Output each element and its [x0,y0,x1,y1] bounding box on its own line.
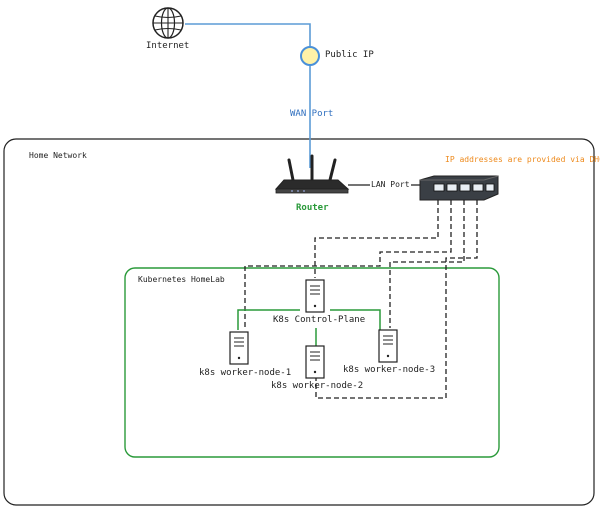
home-network-boundary [3,138,595,506]
cable-worker-2 [315,200,478,399]
server-icon [305,279,325,313]
network-switch-icon [419,175,499,201]
worker-node-2-label: k8s worker-node-2 [271,381,364,391]
worker-node-3-label: k8s worker-node-3 [343,365,436,375]
internet-link [185,23,311,46]
cable-control-plane [314,200,439,278]
internet-label: Internet [146,41,190,51]
homelab-boundary [124,267,500,458]
dhcp-note: IP addresses are provided via DHCP [445,155,600,164]
router-label: Router [296,203,329,213]
router-icon [274,154,350,194]
home-network-label: Home Network [29,151,87,160]
lan-port-label: LAN Port [370,180,411,189]
cluster-link-3 [330,309,381,330]
cluster-link-1 [237,309,300,330]
public-ip-label: Public IP [325,50,374,60]
server-icon [229,331,249,365]
server-icon [305,345,325,379]
server-icon [378,329,398,363]
globe-icon [152,7,184,39]
cable-worker-1 [244,200,452,330]
ip-node-icon [300,46,320,66]
cable-worker-3 [389,200,465,328]
worker-node-1-label: k8s worker-node-1 [199,368,292,378]
homelab-label: Kubernetes HomeLab [138,275,225,284]
control-plane-label: K8s Control-Plane [273,315,366,325]
wan-port-label: WAN Port [290,109,334,119]
